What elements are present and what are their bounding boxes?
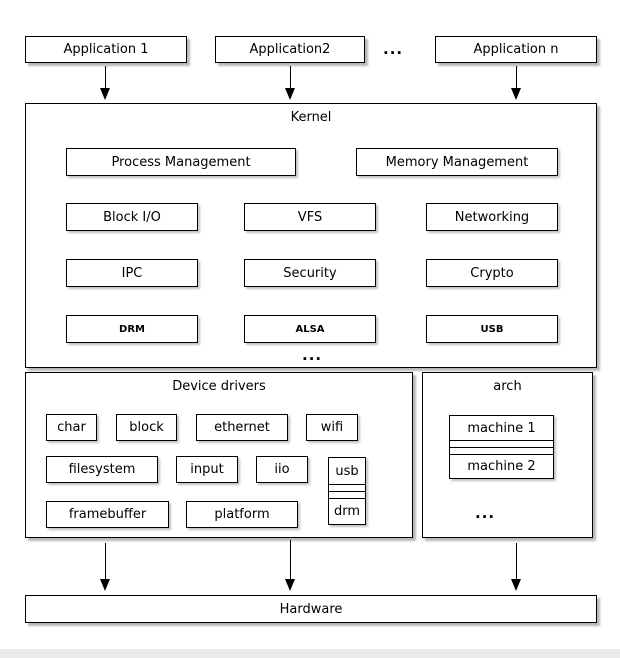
arch-ellipsis: ... — [475, 504, 496, 522]
hardware-box: Hardware — [25, 595, 597, 623]
driver-box-block: block — [116, 414, 177, 441]
stack-spacer — [329, 491, 365, 498]
kernel-ellipsis: ... — [302, 346, 323, 364]
driver-box-framebuffer: framebuffer — [46, 501, 169, 528]
arrow-app1-to-kernel-icon — [100, 66, 111, 100]
kernel-title: Kernel — [290, 110, 332, 125]
arrow-appn-to-kernel-icon — [511, 66, 522, 100]
device-drivers-title: Device drivers — [172, 379, 266, 394]
kernel-box-drm: DRM — [66, 315, 198, 343]
arch-panel: arch machine 1 machine 2 ... — [422, 372, 593, 538]
stack-spacer — [450, 440, 553, 447]
driver-box-drm: drm — [329, 498, 365, 524]
driver-box-input: input — [176, 456, 238, 483]
kernel-box-memory-management: Memory Management — [356, 148, 558, 176]
applications-ellipsis: ... — [383, 40, 404, 58]
application-1-box: Application 1 — [25, 36, 187, 63]
driver-box-char: char — [46, 414, 97, 441]
page-edge — [0, 649, 620, 658]
driver-box-wifi: wifi — [306, 414, 358, 441]
application-n-box: Application n — [435, 36, 597, 63]
arch-title: arch — [493, 379, 522, 394]
arrow-arch-to-hardware-icon — [511, 543, 522, 591]
device-drivers-panel: Device drivers char block ethernet wifi … — [25, 372, 413, 538]
driver-box-filesystem: filesystem — [46, 456, 158, 483]
kernel-box-networking: Networking — [426, 203, 558, 231]
arch-box-machine-1: machine 1 — [467, 420, 536, 436]
kernel-box-block-io: Block I/O — [66, 203, 198, 231]
kernel-box-ipc: IPC — [66, 259, 198, 287]
driver-box-usb: usb — [335, 463, 359, 479]
kernel-box-alsa: ALSA — [244, 315, 376, 343]
driver-box-ethernet: ethernet — [196, 414, 288, 441]
driver-box-iio: iio — [256, 456, 308, 483]
driver-box-platform: platform — [186, 501, 298, 528]
kernel-box-usb: USB — [426, 315, 558, 343]
kernel-box-security: Security — [244, 259, 376, 287]
kernel-panel: Kernel Process Management Memory Managem… — [25, 103, 597, 368]
arrow-drivers-to-hardware-left-icon — [100, 543, 111, 591]
stack-spacer — [329, 484, 365, 491]
arrow-drivers-to-hardware-right-icon — [285, 540, 296, 591]
kernel-box-crypto: Crypto — [426, 259, 558, 287]
kernel-box-process-management: Process Management — [66, 148, 296, 176]
driver-stack-usb-drm: usb drm — [328, 457, 366, 525]
arrow-app2-to-kernel-icon — [285, 66, 296, 100]
stack-spacer — [450, 447, 553, 454]
arch-machine-stack: machine 1 machine 2 — [449, 415, 554, 479]
arch-box-machine-2: machine 2 — [450, 454, 553, 478]
application-2-box: Application2 — [215, 36, 365, 63]
kernel-box-vfs: VFS — [244, 203, 376, 231]
